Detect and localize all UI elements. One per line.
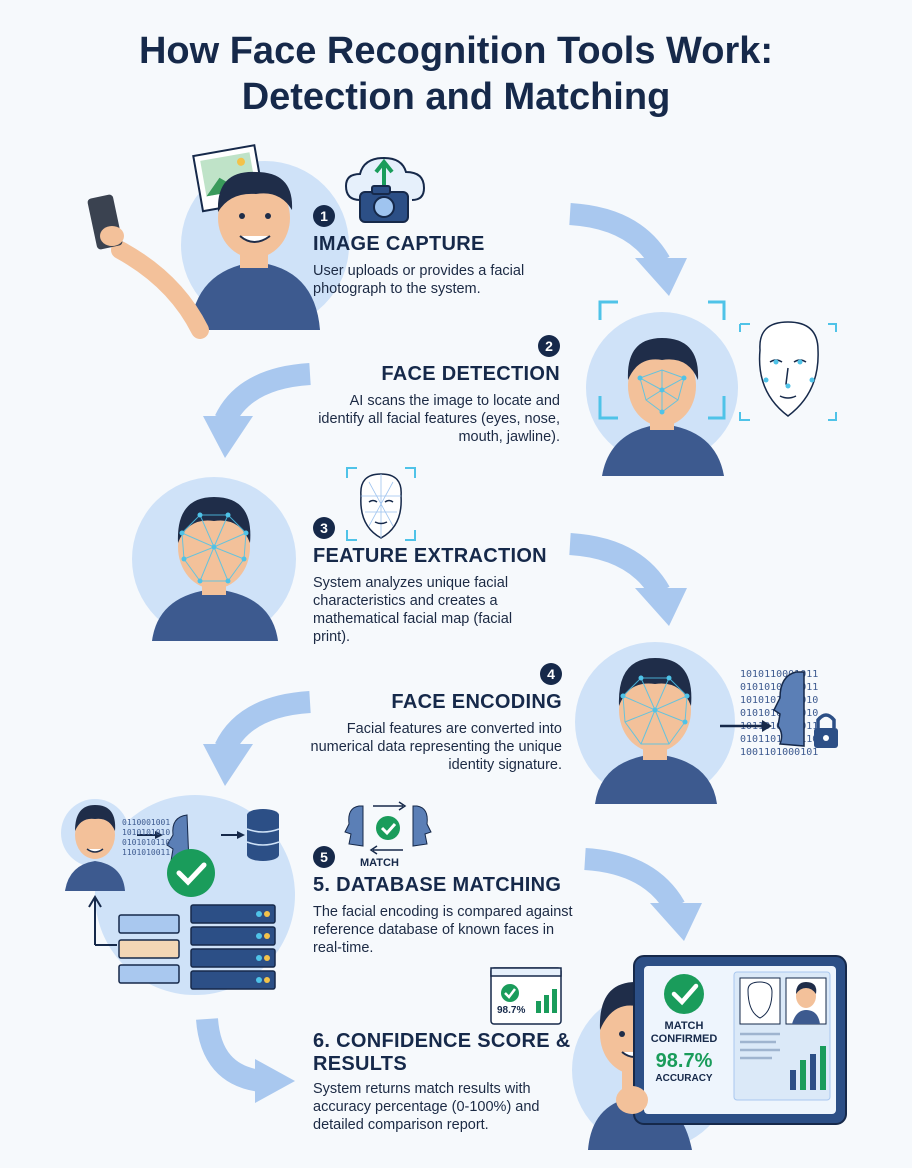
match-icon [344, 801, 432, 855]
encoding-profile-icon [720, 671, 838, 748]
flow-arrow-5 [584, 848, 702, 941]
step5-illustration [61, 795, 295, 995]
flow-arrow-2 [203, 363, 311, 458]
step-4: 4 FACE ENCODING Facial features are conv… [300, 663, 562, 774]
step-3: 3 FEATURE EXTRACTION System analyzes uni… [313, 517, 593, 646]
step-3-number: 3 [313, 517, 335, 539]
camera-cloud-icon [344, 156, 426, 223]
step-3-heading: FEATURE EXTRACTION [313, 545, 547, 567]
step6-illustration [572, 955, 847, 1150]
step-1-heading: IMAGE CAPTURE [313, 233, 485, 255]
step-2-number: 2 [538, 335, 560, 357]
step3-illustration [132, 477, 296, 641]
flow-arrow-3 [569, 533, 687, 626]
match-label: MATCH [360, 857, 399, 869]
step5-binary-stream: 0110001001 1010101010 0101010110 1101010… [122, 818, 171, 857]
step-5-number: 5 [313, 846, 335, 868]
step-4-number: 4 [540, 663, 562, 685]
step-5-description: The facial encoding is compared against … [313, 904, 573, 956]
step-1-number: 1 [313, 205, 335, 227]
match-confirmed-line-1: MATCH [664, 1020, 704, 1032]
mini-accuracy: 98.7% [497, 1005, 526, 1016]
step-3-description: System analyzes unique facial characteri… [313, 575, 513, 645]
flow-arrow-6 [196, 1017, 295, 1103]
flow-arrow-4 [203, 691, 311, 786]
accuracy-label: ACCURACY [655, 1073, 713, 1084]
step-4-description: Facial features are converted into numer… [310, 721, 563, 773]
flow-arrow-1 [569, 203, 687, 296]
step-5: 5 5. DATABASE MATCHING The facial encodi… [313, 846, 593, 957]
step-2: 2 FACE DETECTION AI scans the image to l… [300, 335, 560, 446]
step-5-heading: 5. DATABASE MATCHING [313, 874, 562, 896]
title-line-2: Detection and Matching [241, 76, 671, 118]
match-confirmed-line-2: CONFIRMED [650, 1033, 718, 1045]
step-4-heading: FACE ENCODING [391, 691, 562, 713]
step4-illustration [575, 642, 735, 804]
step2-illustration [586, 300, 837, 476]
step-2-description: AI scans the image to locate and identif… [318, 393, 560, 445]
step-2-heading: FACE DETECTION [381, 363, 560, 385]
accuracy-value: 98.7% [655, 1050, 713, 1072]
step1-illustration [87, 144, 349, 339]
step-6-heading: 6. CONFIDENCE SCORE & RESULTS [313, 1030, 571, 1075]
face-scan-icon [346, 467, 416, 541]
step-1-description: User uploads or provides a facial photog… [313, 263, 525, 297]
step-6: 6. CONFIDENCE SCORE & RESULTS System ret… [313, 1030, 583, 1134]
match-confirmed-label: MATCH CONFIRMED [650, 1020, 718, 1046]
page-title: How Face Recognition Tools Work: Detecti… [0, 28, 912, 120]
title-line-1: How Face Recognition Tools Work: [138, 30, 774, 72]
step-6-description: System returns match results with accura… [313, 1081, 540, 1133]
mini-dashboard-icon [490, 967, 562, 1025]
step-1: 1 IMAGE CAPTURE User uploads or provides… [313, 205, 593, 298]
